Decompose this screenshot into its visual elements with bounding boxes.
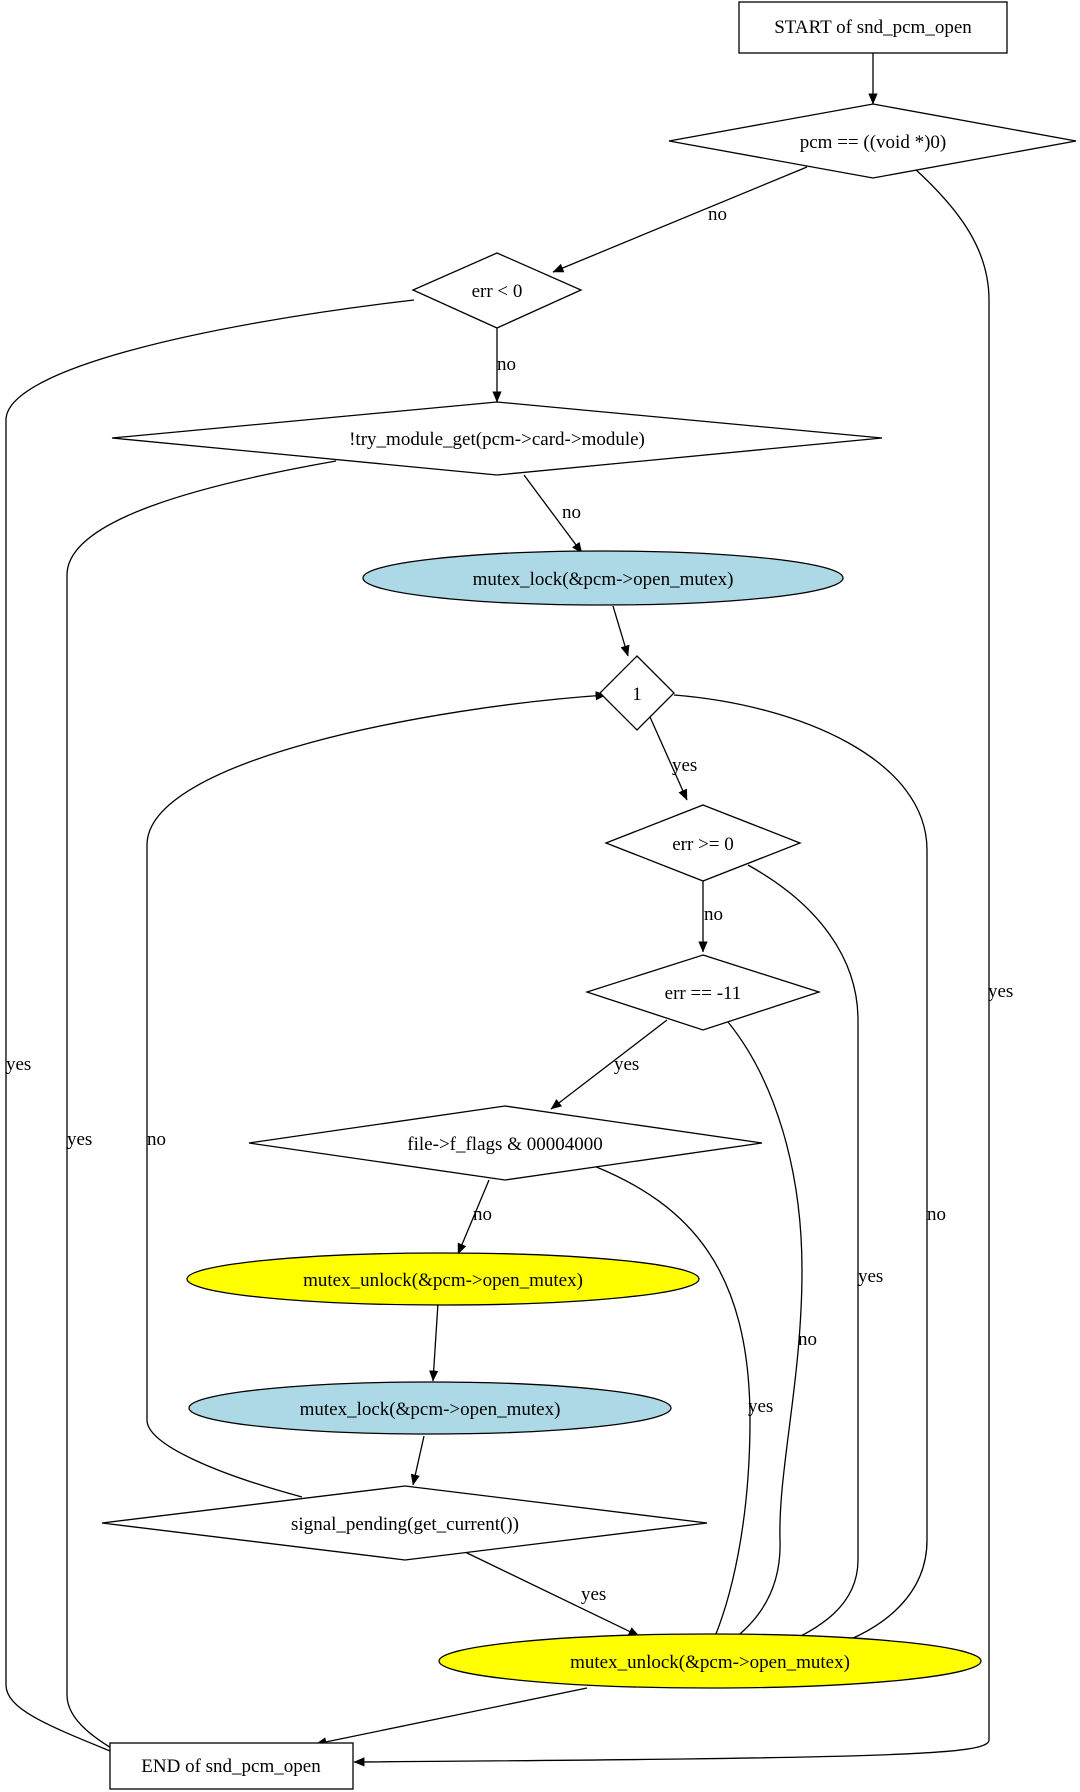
mutex-unlock-final-label: mutex_unlock(&pcm->open_mutex)	[570, 1652, 850, 1673]
mutex-lock-2-shape	[188, 1381, 672, 1435]
edge-signal-loop-no	[146, 691, 607, 1498]
mutex-lock-node-1[interactable]: mutex_lock(&pcm->open_mutex)	[362, 550, 844, 606]
decision-loop[interactable]: 1	[599, 655, 675, 731]
decision-err-ge0-shape	[604, 804, 802, 882]
decision-loop-label: 1	[632, 684, 642, 705]
edge-loop-errge-yes	[649, 716, 688, 801]
mutex-unlock-node-final[interactable]: mutex_unlock(&pcm->open_mutex)	[438, 1633, 982, 1689]
decision-err-lt0-shape	[411, 252, 583, 329]
decision-signal-pending-label: signal_pending(get_current())	[291, 1514, 519, 1535]
decision-err-ge0-label: err >= 0	[672, 834, 734, 855]
mutex-lock-1-label: mutex_lock(&pcm->open_mutex)	[473, 569, 734, 590]
end-label: END of snd_pcm_open	[141, 1756, 321, 1777]
decision-pcm-null-shape	[668, 103, 1077, 179]
edge-unlock-end	[315, 1687, 588, 1747]
edge-lock2-signal	[410, 1435, 425, 1486]
decision-try-module-get[interactable]: !try_module_get(pcm->card->module)	[111, 401, 883, 476]
mutex-unlock-node-loop[interactable]: mutex_unlock(&pcm->open_mutex)	[186, 1252, 700, 1306]
edge-erreq-flags-yes	[550, 1019, 668, 1110]
decision-loop-shape	[599, 655, 675, 731]
edge-erreq-unlock-no	[721, 1021, 803, 1649]
edge-pcm-err-no	[552, 166, 808, 273]
edges: no yes no yes no yes yes no no yes yes n…	[5, 53, 1013, 1767]
edge-label-loop-errge: yes	[672, 755, 697, 776]
edge-label-pcm-end: yes	[988, 981, 1013, 1002]
edge-label-signal-unlock: yes	[581, 1584, 606, 1605]
edge-label-err-end: yes	[6, 1054, 31, 1075]
end-node[interactable]: END of snd_pcm_open	[109, 1742, 354, 1790]
edge-label-pcm-err: no	[708, 204, 727, 225]
end-box	[109, 1742, 354, 1790]
decision-signal-pending[interactable]: signal_pending(get_current())	[101, 1485, 708, 1561]
decision-file-flags[interactable]: file->f_flags & 00004000	[248, 1105, 763, 1181]
mutex-lock-1-shape	[362, 550, 844, 606]
start-node[interactable]: START of snd_pcm_open	[738, 1, 1008, 54]
decision-err-ge0[interactable]: err >= 0	[604, 804, 802, 882]
edge-try-lock-no	[523, 474, 583, 554]
edge-label-flags-unlock1: no	[473, 1204, 492, 1225]
edge-errge-unlock-yes	[747, 864, 859, 1649]
decision-pcm-null-label: pcm == ((void *)0)	[800, 132, 946, 153]
edge-lock1-loop	[612, 605, 630, 657]
nodes: START of snd_pcm_open pcm == ((void *)0)…	[101, 1, 1077, 1790]
decision-err-lt0-label: err < 0	[472, 281, 523, 302]
decision-try-module-get-label: !try_module_get(pcm->card->module)	[349, 429, 645, 450]
edge-label-loop-unlock: no	[927, 1204, 946, 1225]
decision-signal-pending-shape	[101, 1485, 708, 1561]
start-label: START of snd_pcm_open	[774, 17, 972, 38]
decision-pcm-null[interactable]: pcm == ((void *)0)	[668, 103, 1077, 179]
edge-loop-unlock-no	[673, 694, 928, 1652]
decision-try-module-get-shape	[111, 401, 883, 476]
decision-err-eq-minus11-label: err == -11	[665, 983, 742, 1004]
decision-err-eq-minus11-shape	[584, 954, 822, 1031]
edge-label-try-lock: no	[562, 502, 581, 523]
edge-pcm-end-yes	[353, 167, 990, 1767]
decision-err-lt0[interactable]: err < 0	[411, 252, 583, 329]
mutex-unlock-loop-label: mutex_unlock(&pcm->open_mutex)	[303, 1270, 583, 1291]
edge-signal-unlock-yes	[464, 1551, 640, 1637]
edge-err-end-yes	[5, 299, 415, 1761]
edge-label-erreq-unlock: no	[798, 1329, 817, 1350]
decision-err-eq-minus11[interactable]: err == -11	[584, 954, 822, 1031]
decision-file-flags-label: file->f_flags & 00004000	[407, 1134, 602, 1155]
edge-label-try-end: yes	[67, 1129, 92, 1150]
mutex-lock-2-label: mutex_lock(&pcm->open_mutex)	[300, 1399, 561, 1420]
mutex-lock-node-2[interactable]: mutex_lock(&pcm->open_mutex)	[188, 1381, 672, 1435]
edge-flags-unlock-yes	[593, 1165, 751, 1649]
edge-label-err-try: no	[497, 354, 516, 375]
start-box	[738, 1, 1008, 54]
edge-label-errge-erreq: no	[704, 904, 723, 925]
decision-file-flags-shape	[248, 1105, 763, 1181]
mutex-unlock-final-shape	[438, 1633, 982, 1689]
edge-try-end-yes	[66, 460, 337, 1761]
mutex-unlock-loop-shape	[186, 1252, 700, 1306]
edge-label-flags-unlock: yes	[748, 1396, 773, 1417]
edge-label-erreq-flags: yes	[614, 1054, 639, 1075]
edge-flags-unlock1-no	[457, 1179, 490, 1255]
edge-label-errge-unlock: yes	[858, 1266, 883, 1287]
edge-unlock1-lock2	[429, 1302, 439, 1382]
edge-label-signal-loop: no	[147, 1129, 166, 1150]
